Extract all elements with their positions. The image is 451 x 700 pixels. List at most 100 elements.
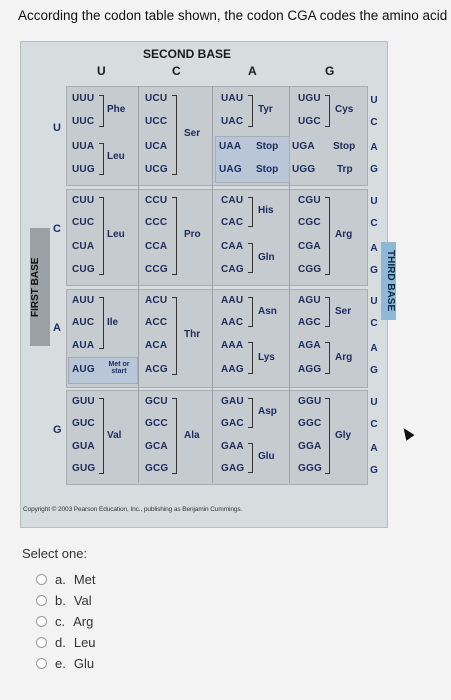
aa-asn: Asn: [258, 306, 277, 317]
codon-cag: CAG: [221, 264, 244, 275]
bracket: [248, 443, 253, 473]
aa-pro: Pro: [184, 229, 201, 240]
codon-uga: UGA: [292, 141, 315, 152]
codon-caa: CAA: [221, 241, 244, 252]
third-letter: U: [370, 296, 378, 307]
codon-aau: AAU: [221, 295, 244, 306]
codon-gac: GAC: [221, 418, 244, 429]
codon-aug: AUG: [72, 364, 95, 375]
bracket: [172, 197, 177, 275]
third-letter: G: [370, 365, 378, 376]
option-text: Met: [73, 572, 96, 587]
bracket: [99, 143, 104, 175]
codon-guu: GUU: [72, 396, 95, 407]
bracket: [172, 297, 177, 375]
first-letter-c: C: [53, 223, 61, 235]
codon-auu: AUU: [72, 295, 95, 306]
bracket: [248, 197, 253, 227]
third-letter: C: [370, 218, 378, 229]
option-text: Arg: [73, 614, 94, 629]
col-divider: [289, 86, 290, 483]
codon-agg: AGG: [298, 364, 322, 375]
bracket: [248, 398, 253, 428]
third-letter: C: [370, 117, 378, 128]
codon-cgg: CGG: [298, 264, 322, 275]
third-letter: C: [370, 419, 378, 430]
aa-cys: Cys: [335, 104, 354, 115]
aa-leu: Leu: [107, 229, 125, 240]
aa-stop: Stop: [333, 141, 356, 152]
radio-button-icon[interactable]: [36, 595, 47, 606]
aa-met-start: Met or start: [108, 361, 130, 375]
codon-agc: AGC: [298, 317, 321, 328]
codon-gcc: GCC: [145, 418, 168, 429]
radio-button-icon[interactable]: [36, 574, 47, 585]
bracket: [99, 398, 104, 474]
second-letter-a: A: [248, 64, 257, 78]
answer-options: Select one: a. Met b. Val c. Arg d. Leu …: [22, 546, 96, 674]
option-e[interactable]: e. Glu: [22, 653, 96, 674]
codon-gua: GUA: [72, 441, 95, 452]
bracket: [172, 398, 177, 474]
codon-gga: GGA: [298, 441, 322, 452]
option-c[interactable]: c. Arg: [22, 611, 96, 632]
codon-aaa: AAA: [221, 340, 244, 351]
codon-gca: GCA: [145, 441, 168, 452]
codon-gcu: GCU: [145, 396, 168, 407]
radio-button-icon[interactable]: [36, 616, 47, 627]
option-letter: e.: [55, 656, 66, 671]
codon-aag: AAG: [221, 364, 244, 375]
third-letter: A: [370, 343, 378, 354]
third-letter: A: [370, 443, 378, 454]
bracket: [325, 398, 330, 474]
third-base-label: THIRD BASE: [381, 242, 396, 320]
copyright-text: Copyright © 2003 Pearson Education, Inc.…: [23, 506, 243, 513]
codon-cug: CUG: [72, 264, 95, 275]
third-letter: U: [370, 95, 378, 106]
codon-gag: GAG: [221, 463, 245, 474]
codon-ccu: CCU: [145, 195, 168, 206]
codon-aca: ACA: [145, 340, 168, 351]
third-letter: G: [370, 164, 378, 175]
codon-uuu: UUU: [72, 93, 95, 104]
aa-gly: Gly: [335, 430, 352, 441]
aa-tyr: Tyr: [258, 104, 273, 115]
option-text: Val: [73, 593, 92, 608]
aa-asp: Asp: [258, 406, 277, 417]
aa-stop: Stop: [256, 164, 279, 175]
codon-ccc: CCC: [145, 217, 168, 228]
codon-uau: UAU: [221, 93, 244, 104]
bracket: [325, 95, 330, 127]
codon-cca: CCA: [145, 241, 168, 252]
aa-lys: Lys: [258, 352, 275, 363]
codon-cac: CAC: [221, 217, 244, 228]
bracket: [325, 342, 330, 374]
aa-ala: Ala: [184, 430, 200, 441]
aa-trp: Trp: [337, 164, 353, 175]
bracket: [325, 297, 330, 327]
option-b[interactable]: b. Val: [22, 590, 96, 611]
aa-glu: Glu: [258, 451, 275, 462]
option-d[interactable]: d. Leu: [22, 632, 96, 653]
aa-stop: Stop: [256, 141, 279, 152]
codon-cuc: CUC: [72, 217, 95, 228]
second-letter-c: C: [172, 64, 181, 78]
codon-ggc: GGC: [298, 418, 322, 429]
codon-acu: ACU: [145, 295, 168, 306]
first-letter-g: G: [53, 424, 62, 436]
codon-cua: CUA: [72, 241, 95, 252]
radio-button-icon[interactable]: [36, 637, 47, 648]
option-letter: d.: [55, 635, 66, 650]
select-one-label: Select one:: [22, 546, 88, 561]
codon-acc: ACC: [145, 317, 168, 328]
codon-uca: UCA: [145, 141, 168, 152]
codon-cgc: CGC: [298, 217, 321, 228]
aa-ser: Ser: [335, 306, 352, 317]
third-letter: G: [370, 265, 378, 276]
radio-button-icon[interactable]: [36, 658, 47, 669]
aa-val: Val: [107, 430, 122, 441]
bracket: [248, 95, 253, 127]
second-base-label: SECOND BASE: [143, 47, 232, 61]
option-a[interactable]: a. Met: [22, 569, 96, 590]
